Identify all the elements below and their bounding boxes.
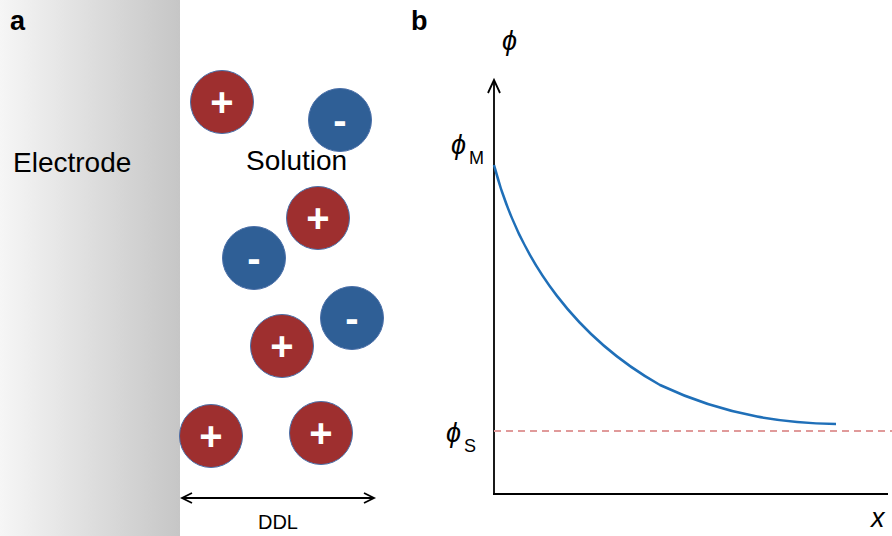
- ion-circle: +: [190, 70, 254, 134]
- solution-potential-line: [494, 430, 892, 432]
- ion-charge: +: [270, 326, 293, 366]
- electrode-label: Electrode: [13, 147, 131, 179]
- axis-label: ϕ: [502, 28, 517, 55]
- region-label: Solution: [246, 147, 347, 175]
- ion-circle: +: [179, 404, 243, 468]
- axis-label: x: [871, 505, 885, 532]
- ion-circle: +: [289, 401, 353, 465]
- axis-tick-label: ϕ: [451, 132, 466, 159]
- ion-circle: -: [320, 286, 384, 350]
- panel-letter: b: [411, 8, 428, 35]
- ion-charge: -: [345, 298, 358, 338]
- ion-circle: +: [286, 186, 350, 250]
- panel-letter: a: [10, 8, 25, 35]
- electrode: Electrode: [0, 0, 180, 536]
- potential-curve: [494, 165, 836, 424]
- ion-charge: +: [306, 198, 329, 238]
- ion-charge: +: [210, 82, 233, 122]
- ion-charge: +: [199, 416, 222, 456]
- axes: [488, 80, 888, 495]
- subscript: S: [464, 437, 476, 455]
- axis-tick-label: ϕ: [446, 420, 461, 447]
- ion-circle: -: [308, 88, 372, 152]
- subscript: M: [469, 149, 484, 167]
- ion-charge: -: [333, 100, 346, 140]
- ion-circle: +: [250, 314, 314, 378]
- dimension-label: DDL: [258, 512, 298, 532]
- ion-circle: -: [222, 226, 286, 290]
- ion-charge: +: [309, 413, 332, 453]
- ddl-arrow: [182, 493, 374, 503]
- ion-charge: -: [247, 238, 260, 278]
